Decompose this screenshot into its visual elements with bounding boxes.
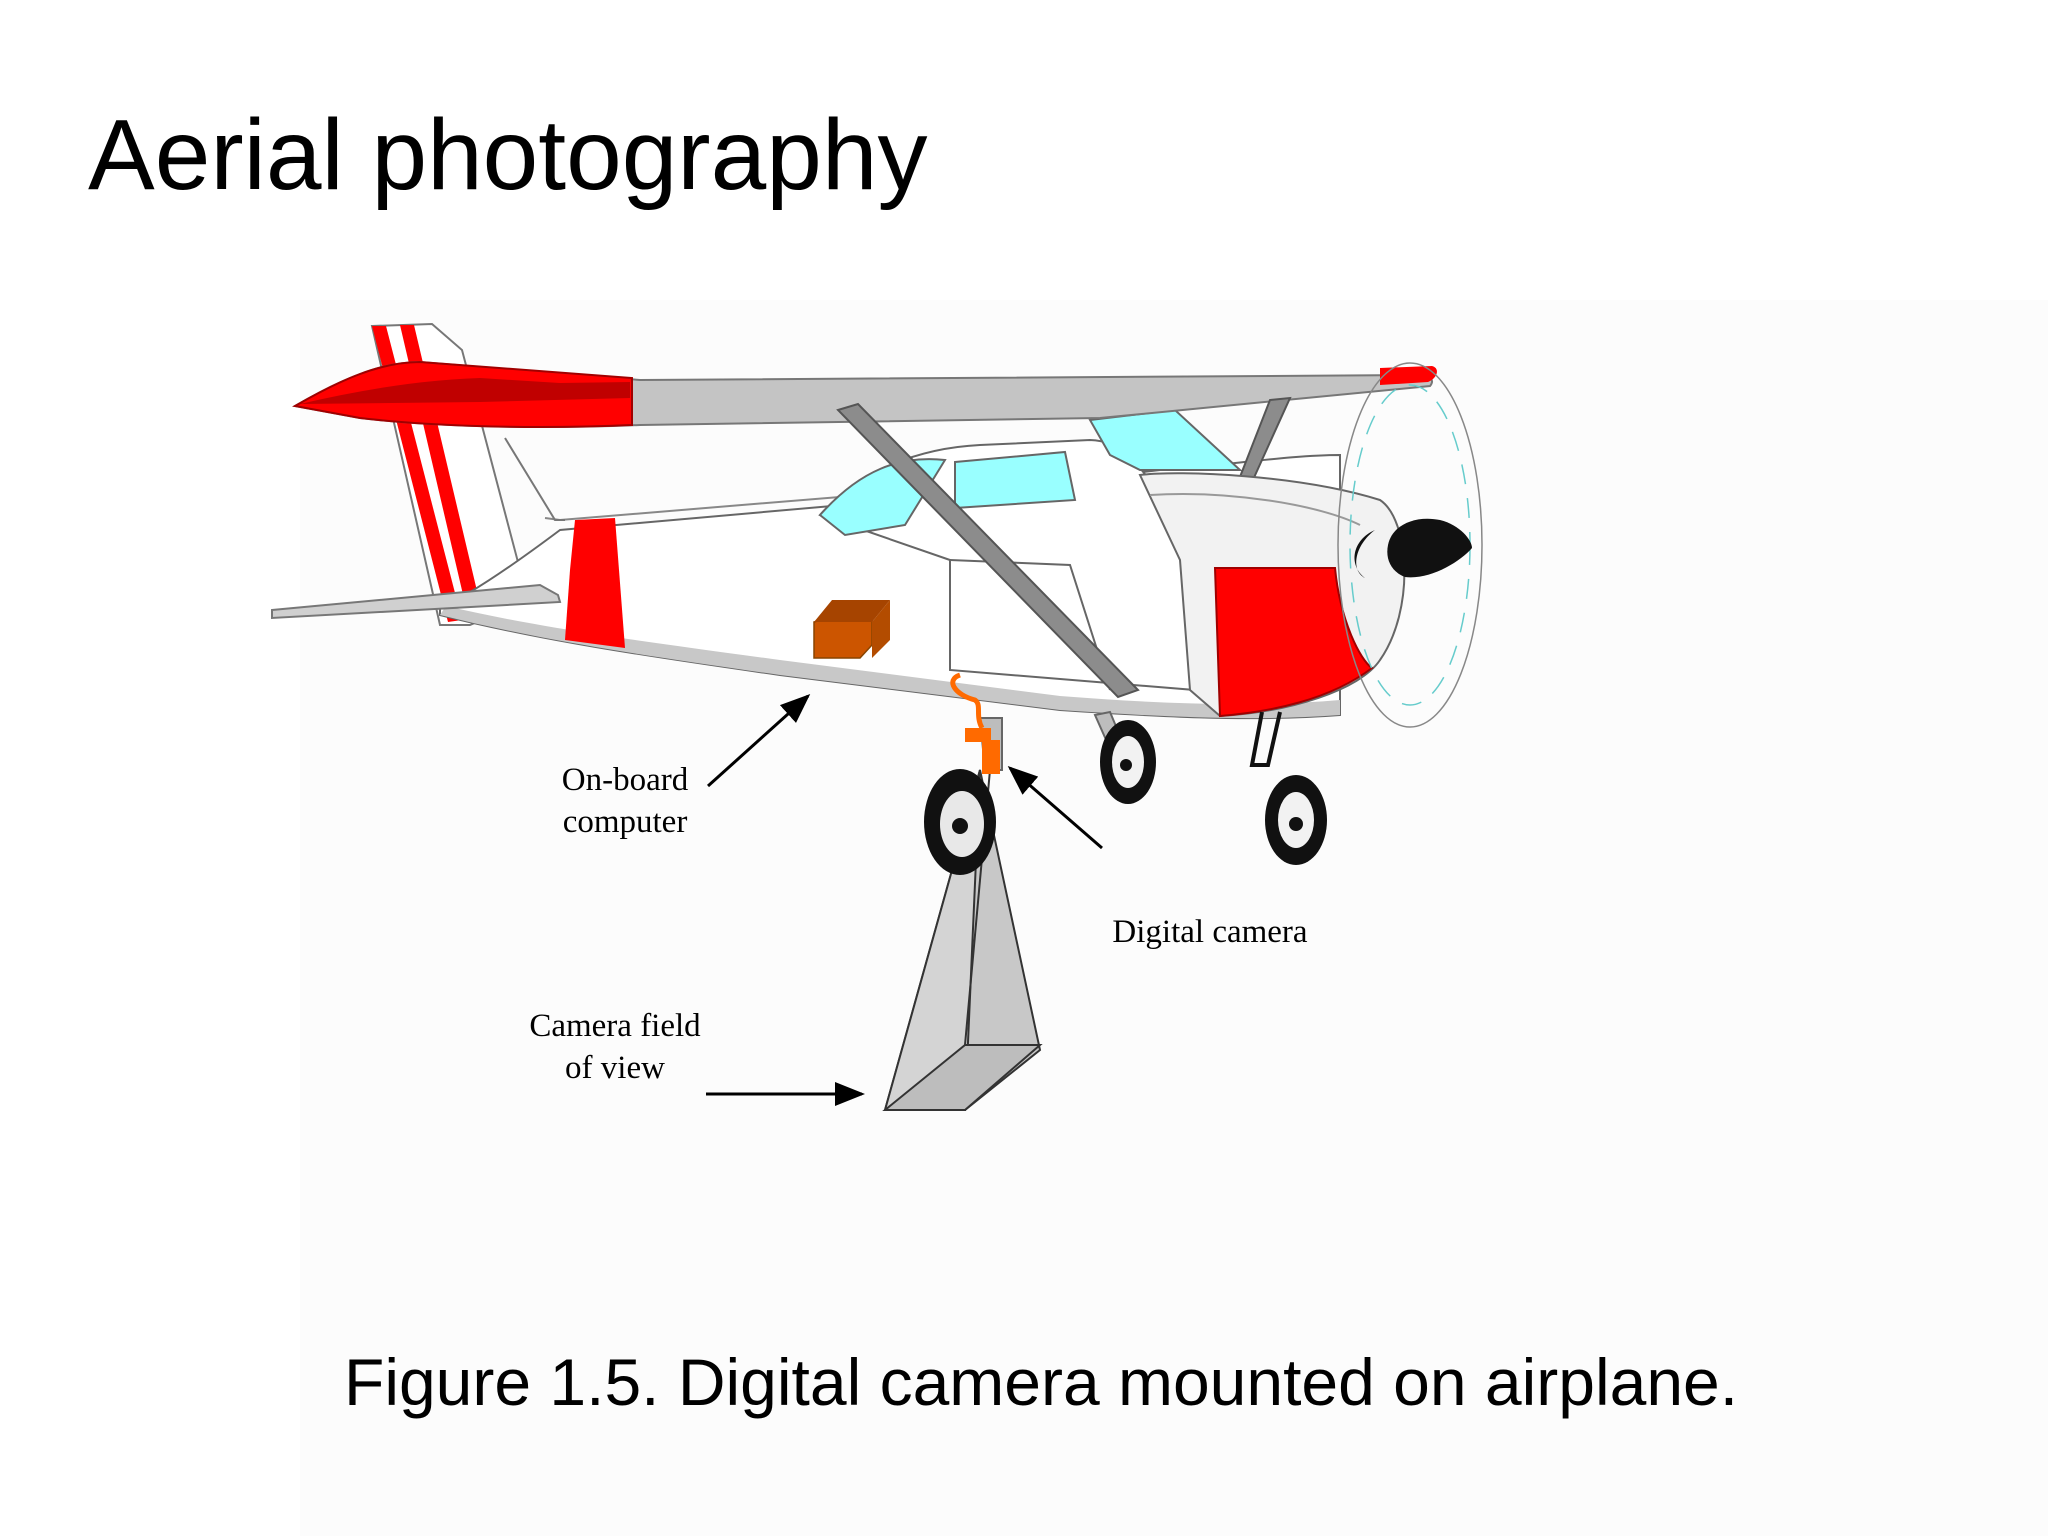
camera-field-of-view-label-line-2: of view — [565, 1049, 665, 1086]
onboard-computer-label-line-1: On-board — [561, 762, 689, 798]
slide-title: Aerial photography — [88, 99, 928, 211]
wing-struts — [504, 396, 1292, 699]
digital-camera-arrow — [1007, 766, 1103, 850]
propeller-spinner — [1354, 518, 1472, 578]
onboard-computer-label: On-board computer — [555, 760, 695, 843]
horizontal-stabilizer — [271, 583, 562, 620]
digital-camera-label-text: Digital camera — [1112, 914, 1308, 950]
camera-field-of-view-label: Camera field of view — [515, 1006, 715, 1089]
left-main-landing-gear — [924, 717, 1003, 875]
onboard-computer-box — [813, 600, 890, 659]
digital-camera-label: Digital camera — [1100, 912, 1320, 954]
digital-camera-device — [950, 672, 1000, 774]
onboard-computer-label-line-2: computer — [562, 803, 688, 840]
right-main-landing-gear — [1093, 710, 1156, 804]
side-window — [954, 450, 1077, 510]
main-wing — [292, 360, 1437, 429]
camera-field-of-view-label-line-1: Camera field — [529, 1008, 701, 1044]
figure-caption: Figure 1.5. Digital camera mounted on ai… — [344, 1345, 1739, 1419]
onboard-computer-arrow — [706, 693, 811, 788]
nose-landing-gear — [1249, 711, 1327, 865]
